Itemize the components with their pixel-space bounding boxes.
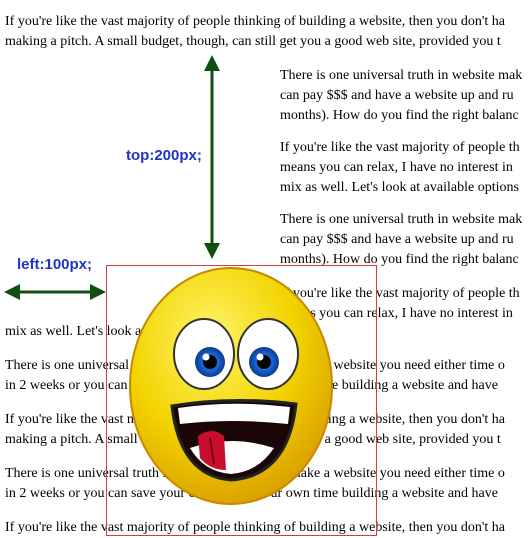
paragraph-10: If you're like the vast majority of peop… <box>5 520 505 535</box>
left-offset-label: left:100px; <box>17 256 93 273</box>
paragraph-2: There is one universal truth in website … <box>280 68 523 123</box>
paragraph-1: If you're like the vast majority of peop… <box>5 14 505 49</box>
paragraph-3: If you're like the vast majority of peop… <box>280 140 520 195</box>
horizontal-arrow <box>4 284 106 300</box>
laughing-smiley-icon <box>129 267 333 505</box>
top-offset-label: top:200px; <box>126 147 202 164</box>
paragraph-4: There is one universal truth in website … <box>280 212 523 267</box>
paragraph-5: If you're like the vast majority of peop… <box>280 286 520 321</box>
vertical-arrow <box>204 55 220 259</box>
